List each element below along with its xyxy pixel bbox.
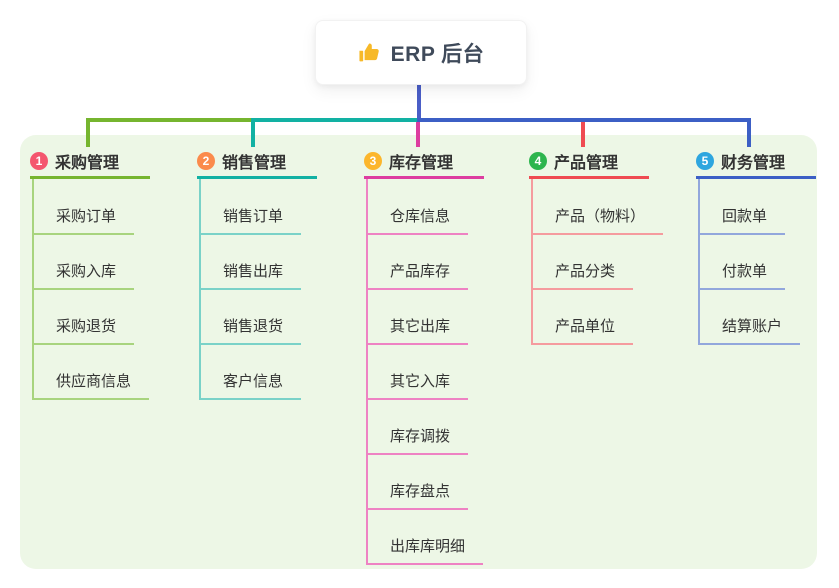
child-node[interactable]: 产品库存 [366, 260, 469, 290]
thumbs-up-icon [359, 43, 379, 62]
child-node[interactable]: 供应商信息 [32, 370, 150, 400]
branch-child-stem [366, 179, 368, 563]
child-node[interactable]: 其它入库 [366, 370, 469, 400]
branch-label: 产品管理 [554, 154, 619, 172]
child-node[interactable]: 其它出库 [366, 315, 469, 345]
branch-number-badge: 1 [30, 151, 48, 170]
mindmap-background-panel [20, 135, 817, 569]
connector-drop-branch-1 [86, 118, 90, 147]
child-node[interactable]: 结算账户 [698, 315, 801, 345]
child-node[interactable]: 销售出库 [199, 260, 302, 290]
child-node[interactable]: 库存盘点 [366, 480, 469, 510]
connector-root-stem [417, 83, 421, 122]
branch-label: 财务管理 [721, 154, 786, 172]
connector-drop-branch-2 [251, 118, 255, 147]
branch-child-stem [531, 179, 533, 343]
connector-drop-branch-4 [581, 122, 585, 147]
child-node[interactable]: 采购退货 [32, 315, 135, 345]
child-node[interactable]: 付款单 [698, 260, 786, 290]
branch-label: 销售管理 [222, 154, 287, 172]
child-node[interactable]: 回款单 [698, 205, 786, 235]
child-node[interactable]: 采购订单 [32, 205, 135, 235]
child-node[interactable]: 产品单位 [531, 315, 634, 345]
child-node[interactable]: 采购入库 [32, 260, 135, 290]
branch-number-badge: 3 [364, 151, 382, 170]
branch-number-badge: 5 [696, 151, 714, 170]
connector-rail-left-teal [251, 118, 421, 122]
child-node[interactable]: 产品分类 [531, 260, 634, 290]
child-node[interactable]: 仓库信息 [366, 205, 469, 235]
connector-drop-branch-5 [747, 118, 751, 147]
connector-rail-right-blue [417, 118, 751, 122]
child-node[interactable]: 客户信息 [199, 370, 302, 400]
child-node[interactable]: 销售订单 [199, 205, 302, 235]
branch-node-4[interactable]: 4 产品管理 [529, 145, 649, 179]
branch-label: 采购管理 [55, 154, 120, 172]
root-node-title: ERP 后台 [390, 42, 485, 66]
branch-node-1[interactable]: 1 采购管理 [30, 145, 150, 179]
branch-number-badge: 4 [529, 151, 547, 170]
child-node[interactable]: 出库库明细 [366, 535, 484, 565]
child-node[interactable]: 库存调拨 [366, 425, 469, 455]
connector-drop-branch-3 [416, 122, 420, 147]
branch-label: 库存管理 [389, 154, 454, 172]
branch-node-5[interactable]: 5 财务管理 [696, 145, 816, 179]
child-node[interactable]: 销售退货 [199, 315, 302, 345]
branch-child-stem [698, 179, 700, 343]
child-node[interactable]: 产品（物料） [531, 205, 664, 235]
branch-node-2[interactable]: 2 销售管理 [197, 145, 317, 179]
branch-node-3[interactable]: 3 库存管理 [364, 145, 484, 179]
root-node[interactable]: ERP 后台 [315, 20, 527, 85]
branch-number-badge: 2 [197, 151, 215, 170]
